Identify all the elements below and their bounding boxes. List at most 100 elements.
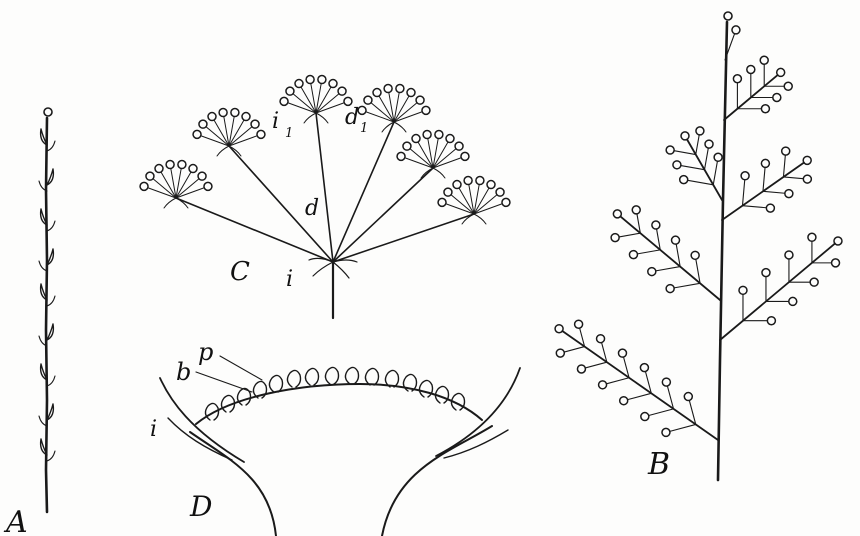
panel-b-flower: [705, 140, 713, 148]
panel-c-secondary-ray: [366, 112, 394, 122]
panel-c-secondary-ray: [474, 195, 497, 214]
panel-b-branch: [763, 167, 765, 191]
panel-b-flower: [666, 146, 674, 154]
panel-c-secondary-ray: [288, 103, 316, 113]
panel-c-flower: [496, 188, 504, 196]
panel-c-flower: [231, 109, 239, 117]
panel-c-secondary-ray: [176, 179, 199, 198]
panel-c-flower: [257, 130, 265, 138]
panel-d-capitulum-section: p b i D: [150, 338, 520, 536]
panel-b-flower: [767, 317, 775, 325]
panel-b-branch: [742, 180, 744, 206]
panel-b-branch: [696, 135, 699, 155]
panel-c-secondary-ray: [371, 103, 394, 122]
panel-c-flower: [155, 165, 163, 173]
panel-b-flower: [632, 206, 640, 214]
panel-b-flower: [613, 210, 621, 218]
panel-b-flower: [648, 268, 656, 276]
panel-c-flower: [435, 131, 443, 139]
panel-d-floret: [365, 368, 378, 385]
panel-b-flower: [777, 68, 785, 76]
panel-c-flower: [444, 188, 452, 196]
panel-c-flower: [422, 106, 430, 114]
panel-c-flower: [193, 130, 201, 138]
panel-c-secondary-ray: [176, 188, 204, 198]
panel-c-secondary-ray: [446, 204, 474, 214]
panel-d-floret: [325, 367, 338, 384]
panel-b-flower: [575, 320, 583, 328]
panel-b-branch: [585, 362, 607, 368]
panel-b-flower: [808, 233, 816, 241]
panel-c-secondary-ray: [316, 103, 344, 113]
panel-c-flower: [242, 113, 250, 121]
panel-b-flower: [760, 56, 768, 64]
panel-b-flower: [620, 397, 628, 405]
panel-c-secondary-ray: [316, 94, 339, 113]
panel-c-secondary-ray: [394, 112, 422, 122]
panel-c-secondary-ray: [410, 149, 433, 168]
panel-c-flower: [397, 152, 405, 160]
panel-c-secondary-ray: [433, 149, 456, 168]
panel-c-secondary-ray: [206, 127, 229, 146]
panel-c-flower: [358, 106, 366, 114]
panel-c-flower: [318, 76, 326, 84]
panel-c-secondary-ray: [148, 188, 176, 198]
panel-c-flower: [166, 161, 174, 169]
panel-b-flower: [556, 349, 564, 357]
panel-c-flower: [364, 96, 372, 104]
panel-c-flower: [461, 152, 469, 160]
panel-b-flower: [834, 237, 842, 245]
panel-c-secondary-ray: [201, 136, 229, 146]
panel-b-flower: [662, 378, 670, 386]
label-d: D: [189, 490, 212, 523]
panel-c-flower: [146, 172, 154, 180]
panel-c-flower: [295, 80, 303, 88]
panel-b-panicle: B: [555, 12, 842, 482]
panel-b-flower: [747, 66, 755, 74]
panel-b-flower: [611, 234, 619, 242]
panel-b-flower: [782, 147, 790, 155]
panel-c-flower: [446, 135, 454, 143]
panel-c-primary-ray: [333, 168, 433, 262]
panel-a-bract: [47, 376, 55, 386]
panel-c-flower: [208, 113, 216, 121]
panel-a-raceme: A: [3, 108, 55, 536]
panel-c-flower: [306, 76, 314, 84]
panel-c-flower: [338, 87, 346, 95]
panel-c-umbellets: [140, 76, 510, 224]
panel-b-flower: [803, 175, 811, 183]
panel-c-flower: [403, 142, 411, 150]
panel-b-flower: [641, 413, 649, 421]
panel-d-floret: [305, 368, 318, 385]
panel-c-flower: [502, 198, 510, 206]
panel-b-flower: [599, 381, 607, 389]
panel-c-involucel: [462, 214, 486, 224]
panel-b-flower: [666, 285, 674, 293]
panel-b-flower: [618, 349, 626, 357]
panel-c-flower: [396, 85, 404, 93]
panel-c-flower: [423, 131, 431, 139]
panel-d-leader-b: [196, 372, 252, 392]
panel-c-primary-ray: [316, 113, 333, 262]
panel-b-flower: [761, 105, 769, 113]
label-c-d1: d: [345, 105, 359, 130]
panel-b-flower: [662, 428, 670, 436]
panel-b-branch: [720, 244, 835, 340]
panel-c-secondary-ray: [394, 103, 417, 122]
panel-b-flower: [696, 127, 704, 135]
panel-b-flower: [832, 259, 840, 267]
panel-c-flower: [464, 177, 472, 185]
panel-c-secondary-ray: [451, 195, 474, 214]
panel-c-secondary-ray: [229, 127, 252, 146]
panel-b-flower: [784, 82, 792, 90]
panel-b-flower: [732, 26, 740, 34]
panel-b-branch: [674, 283, 700, 288]
panel-b-branch: [742, 206, 766, 208]
panel-b-terminal-flower: [724, 12, 732, 20]
panel-b-branch: [783, 155, 785, 177]
panel-b-flower: [681, 132, 689, 140]
label-d-p: p: [198, 338, 213, 366]
panel-b-branch: [783, 177, 803, 179]
panel-b-branch: [628, 393, 652, 399]
